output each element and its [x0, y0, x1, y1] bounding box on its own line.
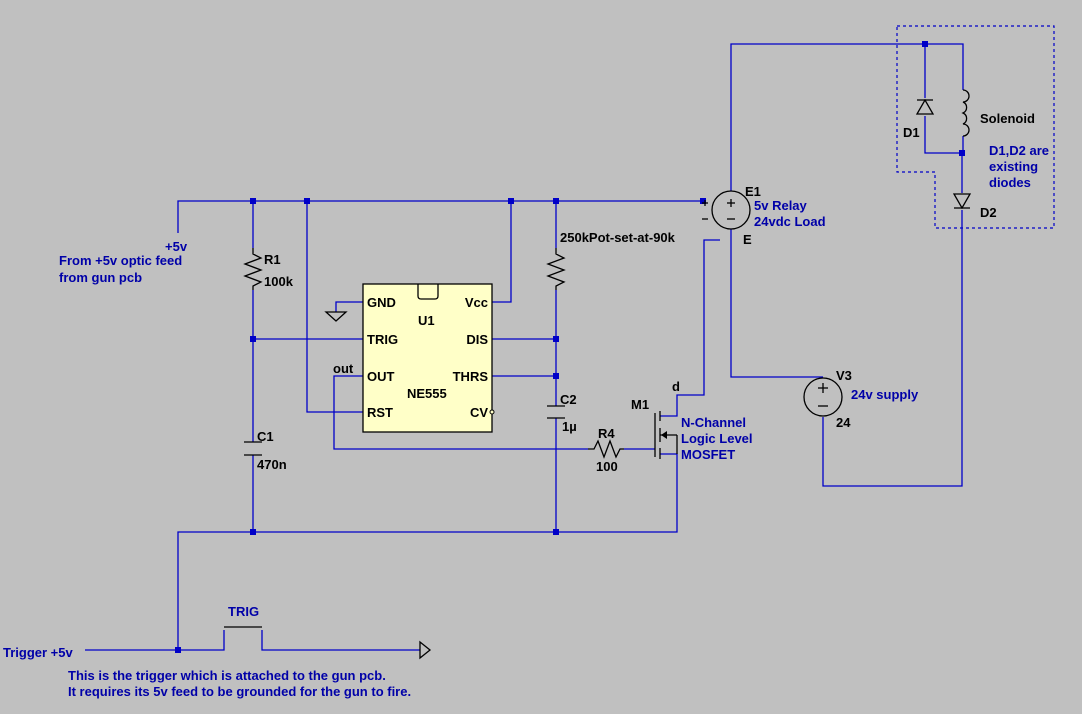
ic-ref: U1 [418, 313, 435, 328]
mosfet-m1 [654, 411, 678, 459]
mosfet-desc-line1: N-Channel [681, 415, 746, 430]
plus5v-label: +5v [165, 239, 188, 254]
wire-5v-rail [177, 200, 703, 233]
feed-label-line2: from gun pcb [59, 270, 142, 285]
junction-dot [553, 198, 559, 204]
ic-pin-dis: DIS [466, 332, 488, 347]
ic-pin-thrs: THRS [453, 369, 489, 384]
trigger-note-line2: It requires its 5v feed to be grounded f… [68, 684, 411, 699]
junction-dot [553, 373, 559, 379]
existing-parts-boundary [896, 25, 1055, 229]
d1-label: D1 [903, 125, 920, 140]
r1-value: 100k [264, 274, 294, 289]
wire-vcc [492, 201, 512, 303]
wire-gnd [335, 301, 363, 312]
mosfet-desc-line2: Logic Level [681, 431, 753, 446]
solenoid-coil [961, 89, 970, 137]
ic-pin-out: OUT [367, 369, 395, 384]
relay-desc-line2: 24vdc Load [754, 214, 826, 229]
junction-dot [553, 336, 559, 342]
wires [85, 43, 964, 651]
pot-label: 250kPot-set-at-90k [560, 230, 676, 245]
m1-name: M1 [631, 397, 649, 412]
wire-relay-bottom [730, 229, 823, 378]
wire-gnd-rail [177, 453, 678, 650]
ic-pin-rst: RST [367, 405, 393, 420]
v3-name: V3 [836, 368, 852, 383]
c1-value: 470n [257, 457, 287, 472]
solenoid-label: Solenoid [980, 111, 1035, 126]
e1-node-label: E [743, 232, 752, 247]
capacitor-c1 [244, 441, 262, 456]
junction-dot [250, 198, 256, 204]
capacitor-c2 [547, 405, 565, 419]
relay-e1 [702, 190, 751, 230]
wire-trigger-out [261, 630, 420, 651]
c2-value: 1µ [562, 419, 577, 434]
voltage-source-v3 [803, 377, 843, 417]
ic-pin-trig: TRIG [367, 332, 398, 347]
wire-relay-top [730, 43, 964, 191]
ic-pin-vcc: Vcc [465, 295, 488, 310]
trig-switch-label: TRIG [228, 604, 259, 619]
ground-symbol [324, 311, 348, 322]
out-net-label: out [333, 361, 354, 376]
resistor-r4 [588, 439, 624, 459]
junction-dot [959, 150, 965, 156]
diode-d1 [915, 98, 935, 115]
diodes-note-line1: D1,D2 are [989, 143, 1049, 158]
junction-dot [922, 41, 928, 47]
junction-dot [175, 647, 181, 653]
trigger-note-line1: This is the trigger which is attached to… [68, 668, 386, 683]
wire-rst [306, 201, 363, 413]
ic-pin-gnd: GND [367, 295, 396, 310]
diodes-note-line3: diodes [989, 175, 1031, 190]
wire-out [333, 375, 588, 450]
v3-value: 24 [836, 415, 851, 430]
trigger-in-label: Trigger +5v [3, 645, 73, 660]
c1-name: C1 [257, 429, 274, 444]
diode-d2 [952, 193, 972, 210]
potentiometer [546, 248, 566, 290]
r4-name: R4 [598, 426, 615, 441]
junction-dot [250, 529, 256, 535]
d2-label: D2 [980, 205, 997, 220]
ne555-ic [362, 283, 495, 433]
junctions [175, 41, 965, 653]
m1-drain-label: d [672, 379, 680, 394]
e1-name: E1 [745, 184, 761, 199]
wire-v3-bottom [822, 210, 963, 487]
resistor-r1 [243, 248, 263, 290]
feed-label-line1: From +5v optic feed [59, 253, 182, 268]
wire-d1 [924, 44, 963, 154]
wire-trigger-in [85, 630, 225, 651]
junction-dot [250, 336, 256, 342]
r4-value: 100 [596, 459, 618, 474]
c2-name: C2 [560, 392, 577, 407]
r1-name: R1 [264, 252, 281, 267]
junction-dot [508, 198, 514, 204]
ic-part: NE555 [407, 386, 447, 401]
trigger-output-arrow [419, 640, 432, 660]
diodes-note-line2: existing [989, 159, 1038, 174]
relay-desc-line1: 5v Relay [754, 198, 808, 213]
v3-desc: 24v supply [851, 387, 919, 402]
ic-pin-cv: CV [470, 405, 488, 420]
wire-drain [660, 239, 720, 417]
junction-dot [700, 198, 706, 204]
junction-dot [304, 198, 310, 204]
mosfet-desc-line3: MOSFET [681, 447, 735, 462]
junction-dot [553, 529, 559, 535]
